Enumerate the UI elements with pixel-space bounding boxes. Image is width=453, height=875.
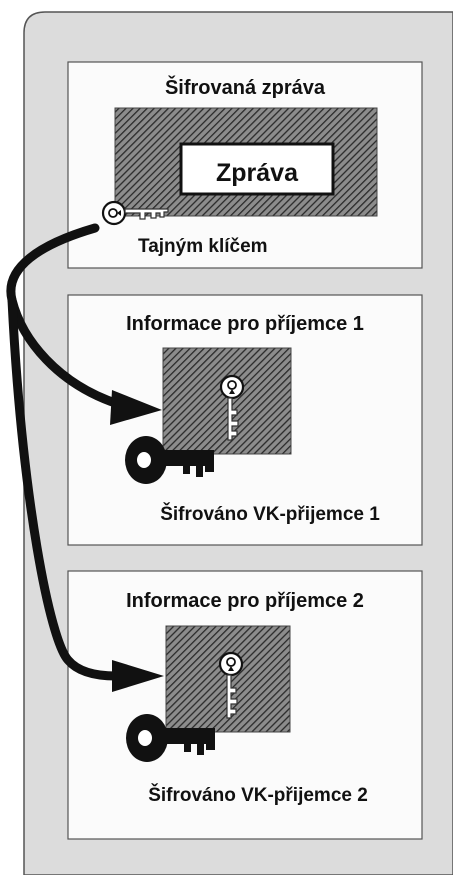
secret-key-caption: Tajným klíčem	[138, 236, 268, 257]
panel3-title: Informace pro příjemce 2	[126, 590, 364, 612]
panel2-caption: Šifrováno VK-přijemce 1	[160, 503, 380, 525]
panel2-title: Informace pro příjemce 1	[126, 313, 364, 335]
panel1-title: Šifrovaná zpráva	[165, 75, 326, 99]
encrypted-key-block-1	[162, 347, 292, 455]
message-box	[179, 142, 335, 196]
secret-key-icon	[101, 200, 169, 226]
secret-key-icon-2	[218, 651, 244, 719]
arrowhead-recipient-2	[112, 660, 164, 692]
panel3-caption: Šifrováno VK-přijemce 2	[148, 784, 368, 806]
panel-recipient-2: Informace pro příjemce 2 Šifrováno VK-př…	[67, 570, 423, 840]
public-key-icon-1	[125, 436, 214, 484]
public-key-icon-2	[126, 714, 215, 762]
arrow-to-recipient-2	[7, 295, 121, 681]
panel-encrypted-message: Šifrovaná zpráva Zpráva Tajným klíčem	[67, 61, 423, 269]
message-label: Zpráva	[216, 159, 299, 187]
arrowhead-recipient-1	[110, 390, 162, 425]
flow-arrows	[6, 223, 164, 692]
secret-key-icon-1	[219, 374, 245, 441]
